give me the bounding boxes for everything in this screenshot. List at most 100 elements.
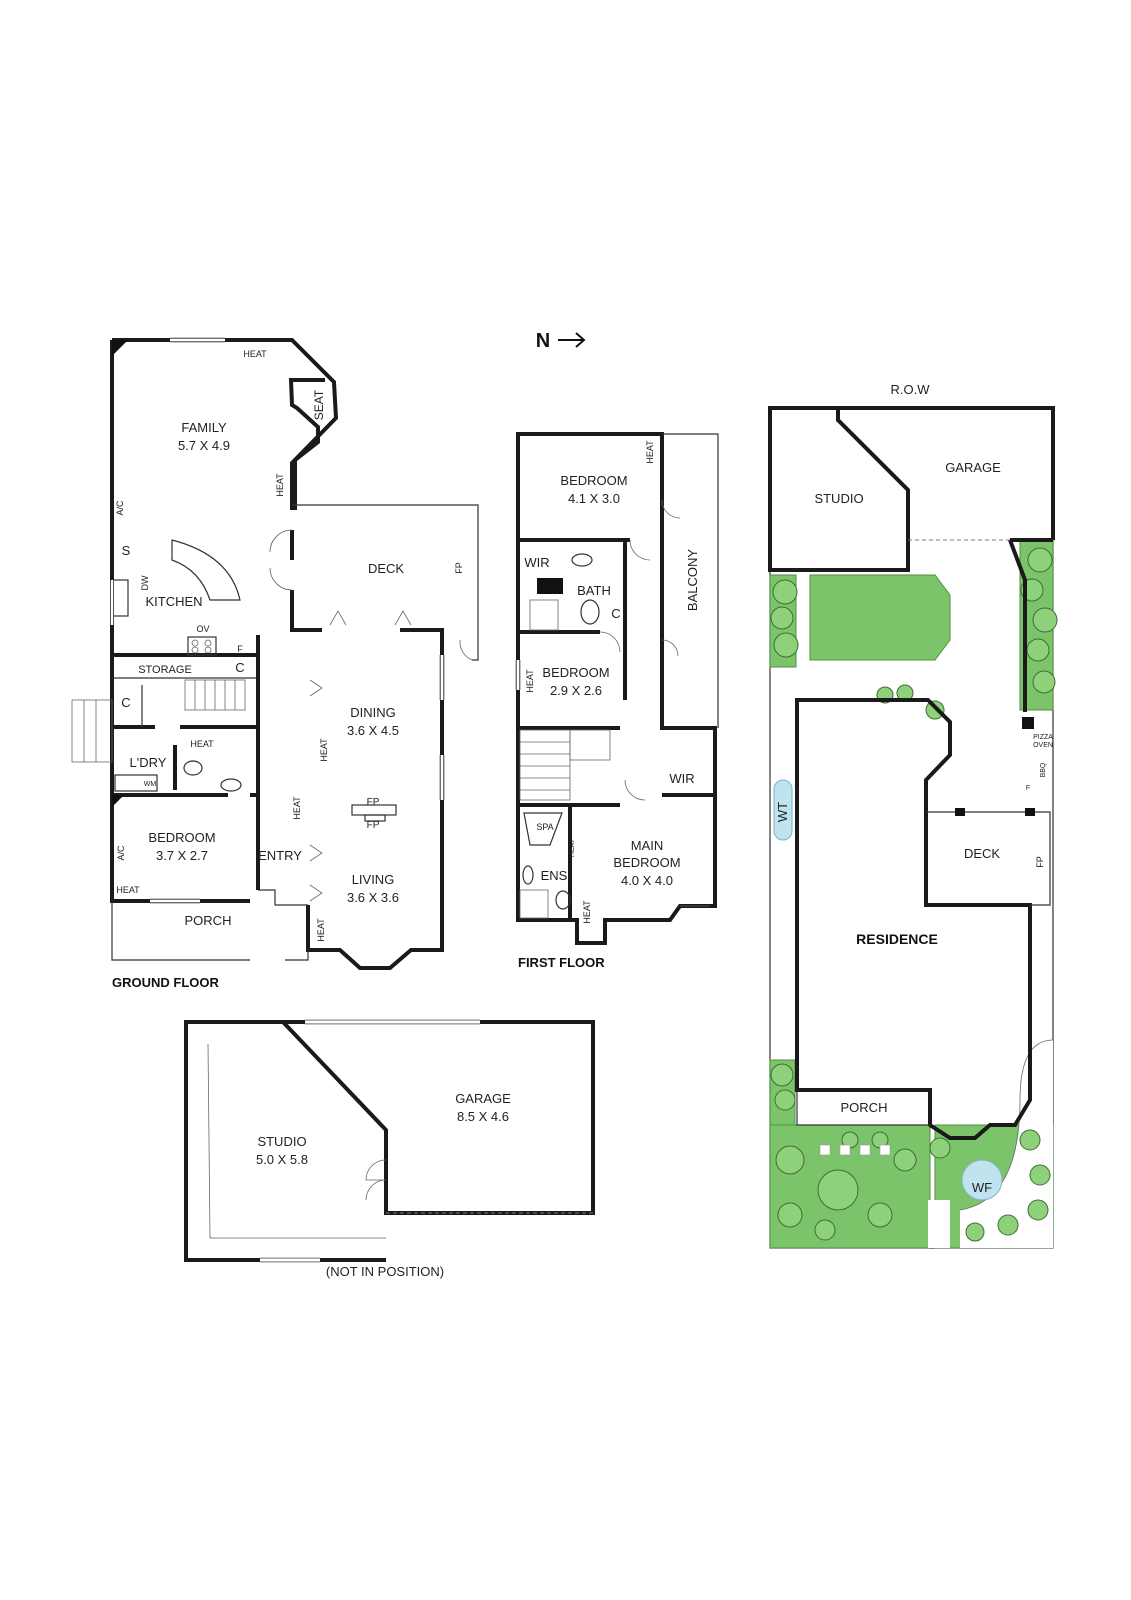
bbq-label: BBQ [1040, 762, 1047, 777]
fp-label-2: FP [367, 820, 380, 831]
main-bed-label-2: BEDROOM [613, 855, 680, 870]
family-outer-wall [112, 338, 339, 510]
wf-label: WF [972, 1180, 992, 1195]
washing-machine [114, 774, 158, 792]
bed1-door [629, 539, 651, 561]
bed1-label: BEDROOM [560, 473, 627, 488]
living-dims: 3.6 X 3.6 [347, 890, 399, 905]
bedroom-heat-label: HEAT [116, 885, 140, 895]
wt-label: WT [775, 802, 790, 822]
bed2-heat-label: HEAT [525, 669, 535, 693]
outbuilding-studio-dims: 5.0 X 5.8 [256, 1152, 308, 1167]
lot-boundary [769, 407, 1054, 1249]
main-bed-dims: 4.0 X 4.0 [621, 873, 673, 888]
outbuilding-studio-label: STUDIO [257, 1134, 306, 1149]
north-arrow: N [536, 330, 586, 352]
site-garden-wall [1008, 539, 1027, 712]
outbuilding-garage-label: GARAGE [455, 1091, 511, 1106]
porch-west [111, 901, 250, 961]
corner-mark-2 [112, 795, 124, 807]
bed2-door [599, 631, 621, 653]
residence-outline [795, 698, 1032, 1140]
ground-floor-plan: FAMILY 5.7 X 4.9 KITCHEN STORAGE L'DRY B… [71, 337, 479, 990]
north-label: N [536, 330, 550, 352]
ground-bedroom-dims: 3.7 X 2.7 [156, 848, 208, 863]
first-floor-caption: FIRST FLOOR [518, 955, 605, 970]
first-floor-outline [516, 432, 717, 945]
living-label: LIVING [352, 872, 395, 887]
dining-dims: 3.6 X 4.5 [347, 723, 399, 738]
basin [220, 778, 242, 792]
ground-stairs [184, 679, 246, 711]
wir-cabinet [537, 578, 563, 594]
bed2-dims: 2.9 X 2.6 [550, 683, 602, 698]
corner-mark [112, 340, 128, 356]
trees [770, 547, 1058, 1242]
ground-bedroom-label: BEDROOM [148, 830, 215, 845]
residence-label: RESIDENCE [856, 931, 938, 947]
porch-east [285, 950, 309, 961]
balcony-label: BALCONY [685, 549, 700, 611]
water-feature [961, 1159, 1003, 1201]
site-garage-label: GARAGE [945, 460, 1001, 475]
hall-cupboard-label: C [121, 695, 130, 710]
pizza-oven-mark [1022, 717, 1034, 729]
spa-tub [523, 812, 563, 846]
kitchen-sink [111, 579, 129, 617]
outbuilding-plan: STUDIO 5.0 X 5.8 GARAGE 8.5 X 4.6 (NOT I… [184, 1019, 595, 1279]
entry-heat-label: HEAT [292, 796, 302, 820]
laundry-heat-label: HEAT [190, 739, 214, 749]
wm-label: WM [144, 781, 157, 788]
family-heat-label: HEAT [243, 349, 267, 359]
family-ac-label: A/C [115, 500, 125, 516]
ens-basin [522, 865, 534, 885]
shower [529, 599, 559, 631]
site-fp-label: FP [1035, 856, 1045, 868]
toilet [183, 760, 203, 776]
cooktop [187, 636, 217, 656]
front-walk [928, 1200, 950, 1248]
deck-fp-label: FP [454, 562, 464, 574]
bath-label: BATH [577, 583, 611, 598]
spa-label: SPA [536, 822, 553, 832]
site-deck-outline [926, 811, 1051, 906]
site-fridge-label: F [1026, 785, 1030, 792]
side-steps [71, 699, 113, 763]
wir1-label: WIR [524, 555, 549, 570]
site-deck-label: DECK [964, 846, 1000, 861]
entry-label: ENTRY [258, 848, 302, 863]
balcony-outline [662, 433, 719, 728]
deck-outline [292, 504, 479, 661]
door-swings [269, 529, 473, 902]
dw-label: DW [140, 575, 150, 590]
ground-deck-label: DECK [368, 561, 404, 576]
balcony-door-2 [661, 639, 679, 657]
main-bed-label: MAIN [631, 838, 664, 853]
kitchen-island [171, 539, 241, 601]
bath-cupboard-label: C [611, 606, 620, 621]
fp-label-1: FP [367, 797, 380, 808]
wir2-label: WIR [669, 771, 694, 786]
entry-wall [258, 889, 308, 906]
site-porch-outline [796, 1090, 930, 1126]
fridge-label: F [237, 644, 243, 654]
site-studio-label: STUDIO [814, 491, 863, 506]
oven-label: OVEN [1033, 742, 1053, 749]
ground-porch-label: PORCH [185, 913, 232, 928]
deck-post-1 [955, 808, 965, 816]
deck-post-2 [1025, 808, 1035, 816]
site-garage-top [838, 406, 1055, 540]
seat-label: SEAT [312, 389, 326, 420]
not-in-position-note: (NOT IN POSITION) [326, 1264, 444, 1279]
first-floor-plan: BEDROOM 4.1 X 3.0 WIR BATH C BALCONY BED… [515, 432, 719, 970]
pizza-label: PIZZA [1033, 734, 1053, 741]
main-door [624, 779, 646, 801]
bath-toilet [580, 599, 600, 625]
ens-toilet [555, 890, 571, 910]
site-studio [768, 406, 910, 572]
first-stairs [519, 729, 611, 801]
stepping-stones [819, 1144, 891, 1156]
dining-living-outer [306, 628, 444, 970]
ens-heat-label: HEAT [569, 838, 576, 857]
laundry-label: L'DRY [130, 755, 167, 770]
